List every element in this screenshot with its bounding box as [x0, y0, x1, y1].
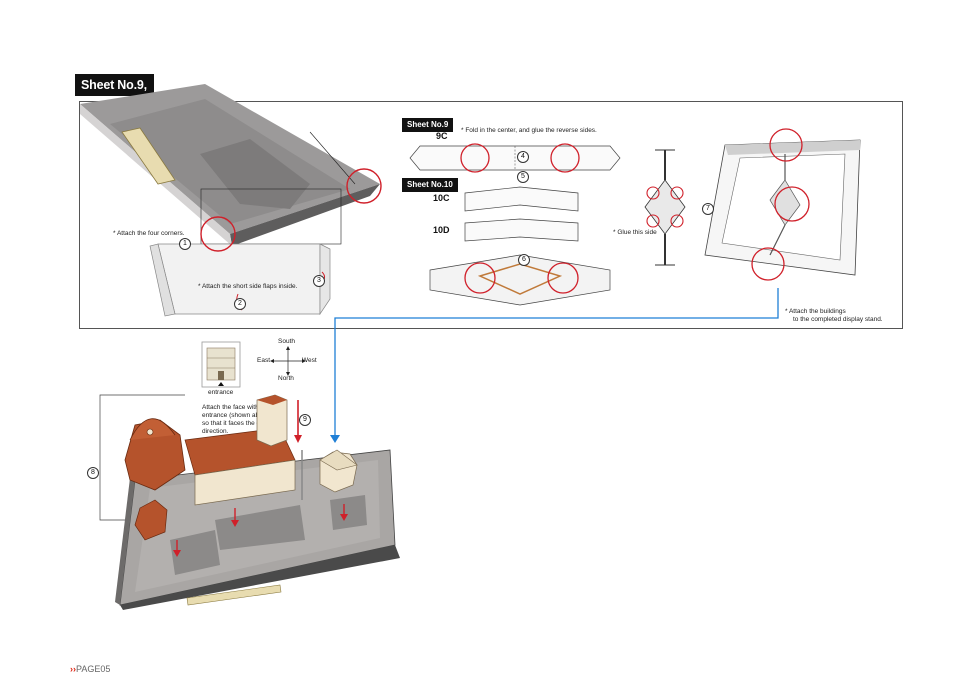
step-2-badge: 2 — [234, 298, 246, 310]
connector-line — [330, 288, 779, 443]
glue-pillar-diagram — [644, 149, 686, 266]
entrance-facade-thumbnail — [201, 341, 241, 388]
step-1-badge: 1 — [179, 238, 191, 250]
page-number: PAGE05 — [76, 664, 111, 674]
page-footer: ››PAGE05 — [70, 664, 110, 674]
sheet10-tag: Sheet No.10 — [402, 178, 458, 192]
instruction-frame — [79, 101, 903, 329]
step-6-badge: 6 — [518, 254, 530, 266]
note-glue-side: * Glue this side — [613, 229, 657, 236]
compass-east: East — [257, 357, 271, 364]
step-8-badge: 8 — [87, 467, 99, 479]
entrance-label: entrance — [208, 389, 234, 396]
step-3-badge: 3 — [313, 275, 325, 287]
orientation-note-1: Attach the face with the — [202, 404, 270, 411]
stand-frame-diagram — [704, 128, 861, 281]
orientation-note-2: entrance (shown above) — [202, 412, 272, 419]
part-9c-diagram — [409, 143, 621, 173]
step-7-badge: 7 — [702, 203, 714, 215]
part-10d-label: 10D — [433, 225, 450, 235]
compass-west: West — [302, 357, 317, 364]
stand-corner-illustration — [80, 84, 382, 317]
sheet9-tag: Sheet No.9 — [402, 118, 454, 132]
orientation-note-3: so that it faces the east — [202, 420, 269, 427]
step-4-badge: 4 — [517, 151, 529, 163]
part-10c-10d-diagrams — [464, 186, 579, 242]
note-attach-buildings-2: to the completed display stand. — [793, 316, 883, 323]
part-10c-label: 10C — [433, 193, 450, 203]
note-attach-buildings-1: * Attach the buildings — [785, 308, 846, 315]
note-attach-flaps: * Attach the short side flaps inside. — [198, 283, 298, 290]
step-9-badge: 9 — [299, 414, 311, 426]
footer-arrows-icon: ›› — [70, 664, 76, 674]
part-9c-label: 9C — [436, 131, 448, 141]
note-attach-corners: * Attach the four corners. — [113, 230, 185, 237]
assembled-band-diagram — [429, 254, 611, 306]
orientation-note-4: direction. — [202, 428, 229, 435]
compass-north: North — [278, 375, 294, 382]
step-5-badge: 5 — [517, 171, 529, 183]
compass-arrows — [270, 346, 306, 376]
note-fold-center: * Fold in the center, and glue the rever… — [461, 127, 597, 134]
compass-south: South — [278, 338, 295, 345]
cathedral-base-illustration — [99, 394, 400, 610]
